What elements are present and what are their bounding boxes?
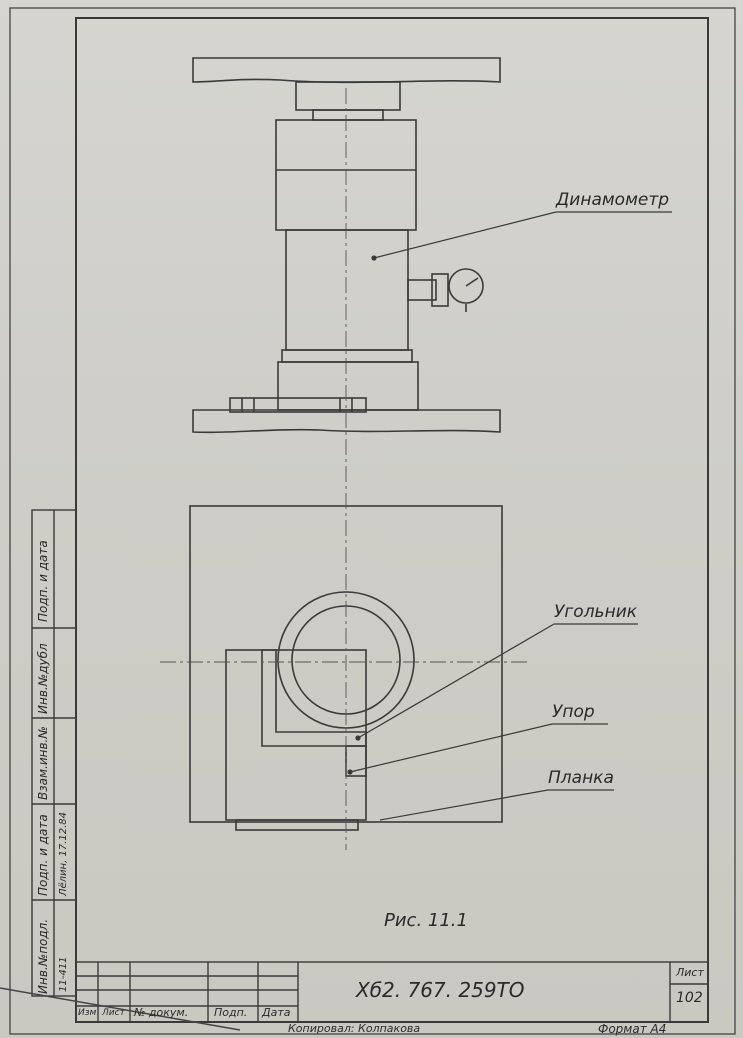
leader-dynamometer [373, 211, 557, 259]
stamp-handwritten-number: 11-411 [58, 956, 69, 992]
sheet-number: 102 [676, 990, 703, 1006]
label-dynamometer: Динамометр [556, 190, 670, 210]
label-plate: Планка [548, 768, 614, 788]
stop-pin [345, 745, 367, 777]
top-plate [192, 57, 501, 84]
copied-by: Копировал: Колпакова [288, 1022, 421, 1035]
dial-indicator [448, 268, 484, 304]
stamp-vzam-inv: Взам.инв.№ [36, 726, 50, 800]
dynamometer-ring [281, 349, 413, 363]
leader-angle-bracket [357, 623, 555, 739]
dynamometer-base [277, 361, 419, 411]
document-number: Хб2. 767. 259ТО [356, 978, 525, 1002]
col-izm: Изм [78, 1008, 97, 1018]
stamp-podp-i-data-2: Подп. и дата [36, 814, 50, 896]
col-doc: № докум. [134, 1006, 189, 1019]
col-list: Лист [102, 1008, 125, 1018]
top-adapter [295, 81, 401, 111]
stamp-inv-podl: Инв.№подл. [36, 918, 50, 994]
ring-outer [277, 591, 415, 729]
label-angle-bracket: Угольник [554, 602, 638, 622]
col-podp: Подп. [214, 1006, 248, 1019]
stamp-handwritten-signature: Лёлин, 17.12.84 [58, 812, 69, 896]
label-stop: Упор [552, 702, 595, 722]
format-label: Формат А4 [598, 1022, 667, 1036]
base-flange [229, 397, 367, 413]
top-adapter-neck [312, 109, 384, 121]
bottom-plate [192, 409, 501, 434]
outer-frame [9, 7, 736, 1035]
sheet-label: Лист [676, 966, 704, 979]
stamp-inv-dubl: Инв.№дубл [36, 643, 50, 714]
stamp-podp-i-data-1: Подп. и дата [36, 540, 50, 622]
dynamometer-body [285, 229, 409, 351]
planka-strip [235, 819, 359, 831]
figure-caption: Рис. 11.1 [384, 910, 468, 931]
leader-stop [349, 723, 553, 773]
title-block [75, 961, 709, 1023]
drawing-frame [75, 17, 709, 1023]
leader-plate [379, 789, 549, 821]
col-data: Дата [262, 1006, 291, 1019]
dial-stem [407, 279, 437, 301]
stop-block [225, 649, 367, 821]
dial-nut [431, 273, 449, 307]
